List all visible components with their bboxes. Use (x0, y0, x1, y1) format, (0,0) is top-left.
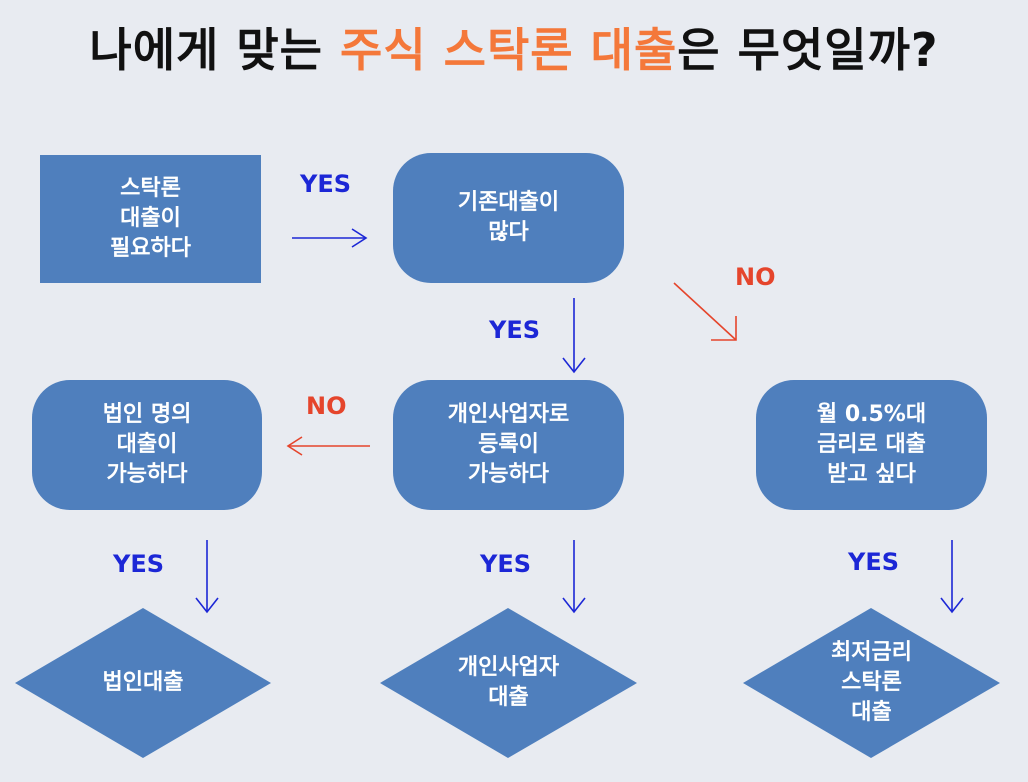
result-corporate-label: 법인대출 (102, 670, 184, 695)
result-sole-prop-label: 개인사업자 대출 (457, 655, 560, 710)
node-low-rate-wanted: 월 0.5%대 금리로 대출 받고 싶다 (756, 380, 987, 510)
arrow-lowrate-to-result (940, 540, 964, 614)
arrow-existing-to-lowrate (673, 282, 737, 341)
title-suffix: 은 무엇일까? (677, 23, 939, 77)
label-no-soleprop-to-corp: NO (306, 392, 347, 420)
label-yes-soleprop-to-result: YES (480, 550, 532, 578)
node-result-corporate: 법인대출 (15, 608, 271, 758)
title-highlight: 주식 스탁론 대출 (340, 23, 678, 77)
diamond-shape (15, 608, 271, 758)
label-yes-existing-to-soleprop: YES (489, 316, 541, 344)
arrow-existing-to-soleprop (562, 298, 586, 374)
node-result-lowest-rate: 최저금리 스탁론 대출 (743, 608, 1000, 758)
label-no-existing-to-lowrate: NO (735, 263, 776, 291)
label-yes-lowrate-to-result: YES (848, 548, 900, 576)
diamond-shape (743, 608, 1000, 758)
title-prefix: 나에게 맞는 (89, 23, 341, 77)
arrow-corp-to-result (195, 540, 219, 614)
result-lowest-rate-label: 최저금리 스탁론 대출 (831, 640, 912, 725)
node-existing-loans: 기존대출이 많다 (393, 153, 624, 283)
arrow-soleprop-to-result (562, 540, 586, 614)
node-sole-prop-registrable: 개인사업자로 등록이 가능하다 (393, 380, 624, 510)
node-need-loan: 스탁론 대출이 필요하다 (40, 155, 261, 283)
arrow-need-to-existing (292, 228, 368, 248)
page-title: 나에게 맞는 주식 스탁론 대출은 무엇일까? (0, 14, 1028, 80)
label-yes-corp-to-result: YES (113, 550, 165, 578)
node-result-sole-prop: 개인사업자 대출 (380, 608, 637, 758)
arrow-soleprop-to-corp (286, 436, 370, 456)
node-corp-loan-possible: 법인 명의 대출이 가능하다 (32, 380, 262, 510)
label-yes-need-to-existing: YES (300, 170, 352, 198)
diamond-shape (380, 608, 637, 758)
